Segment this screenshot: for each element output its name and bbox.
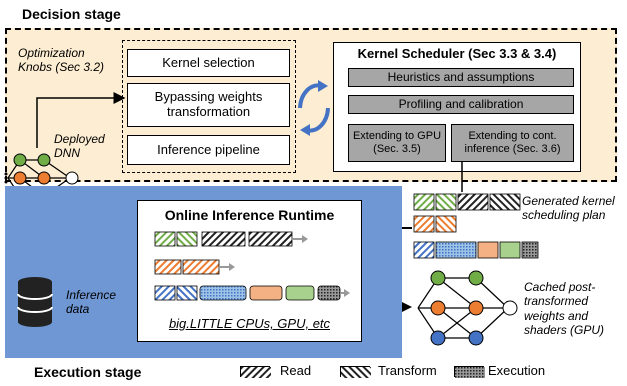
runtime-title: Online Inference Runtime: [164, 207, 335, 223]
legend-swatch-transform: [340, 366, 371, 378]
kernel-scheduling-plan: [413, 193, 539, 259]
generated-plan-label: Generated kernel scheduling plan: [522, 194, 615, 223]
legend-label-read: Read: [280, 363, 312, 378]
scheduler-profiling: Profiling and calibration: [348, 95, 574, 114]
legend-label-transform: Transform: [378, 363, 437, 378]
scheduler-extend-gpu: Extending to GPU (Sec. 3.5): [348, 124, 446, 162]
inference-data-label: Inference data: [66, 288, 117, 317]
runtime-footer: big.LITTLE CPUs, GPU, etc: [168, 316, 331, 331]
legend-label-execution: Execution: [488, 363, 546, 378]
scheduler-extend-continuous: Extending to cont. inference (Sec. 3.6): [451, 124, 574, 162]
scheduler-heuristics: Heuristics and assumptions: [348, 68, 574, 87]
optimization-knobs-group: [122, 40, 296, 173]
feedback-cycle-icon: [298, 80, 330, 136]
cached-weights-label: Cached post-transformed weights and shad…: [524, 280, 605, 338]
legend-swatch-read: [240, 366, 271, 378]
legend: Read Transform Execution: [240, 363, 610, 381]
runtime-kernel-bars: [154, 231, 350, 301]
optimization-knobs-label: Optimization Knobs (Sec 3.2): [18, 46, 105, 75]
knob-bypassing-weights: Bypassing weights transformation: [127, 83, 290, 127]
legend-swatch-execution: [454, 366, 485, 378]
decision-stage-title: Decision stage: [22, 6, 121, 22]
execution-stage-title: Execution stage: [34, 364, 142, 380]
kernel-scheduler-title: Kernel Scheduler (Sec 3.3 & 3.4): [357, 46, 557, 61]
deployed-dnn-label: Deployed DNN: [54, 132, 105, 161]
database-icon: [17, 277, 53, 327]
knob-kernel-selection: Kernel selection: [127, 49, 290, 77]
knob-inference-pipeline: Inference pipeline: [127, 135, 290, 165]
cached-weights-graph: [417, 270, 518, 346]
